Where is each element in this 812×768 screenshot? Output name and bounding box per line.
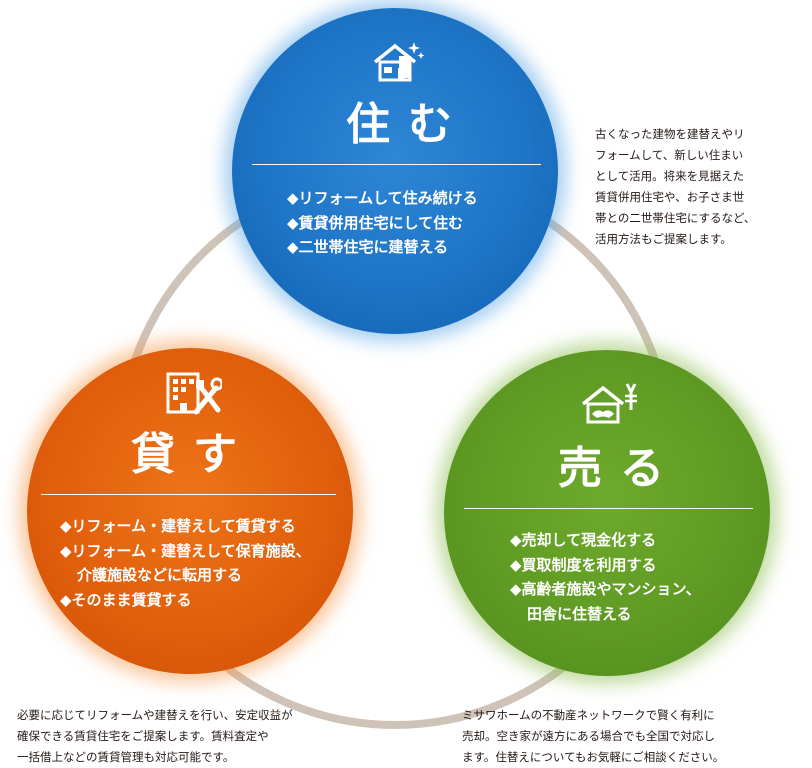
sell-description-line: 売却。空き家が遠方にある場合でも全国で対応し: [462, 729, 715, 743]
rent-option: ◆そのまま賃貸する: [60, 590, 192, 609]
sell-circle: 売る ◆売却して現金化する ◆買取制度を利用する ◆高齢者施設やマンション、 田…: [444, 350, 770, 676]
live-divider: [252, 164, 541, 165]
sell-option: 田舎に住替える: [527, 604, 632, 623]
sell-description-line: ミサワホームの不動産ネットワークで賢く有利に: [462, 708, 715, 722]
live-description-line: フォームして、新しい住まい: [595, 148, 744, 162]
live-option: ◆賃貸併用住宅にして住む: [287, 213, 464, 232]
sell-divider: [464, 508, 753, 509]
rent-description-line: 確保できる賃貸住宅をご提案します。賃料査定や: [17, 729, 269, 743]
live-description-line: として活用。将来を見据えた: [595, 169, 745, 183]
rent-option: ◆リフォーム・建替えして保育施設、: [60, 541, 311, 560]
house-sparkle-icon: [373, 42, 425, 82]
house-handshake-yen-icon: [581, 383, 637, 424]
sell-title: 売る: [558, 443, 682, 494]
live-description-line: 帯との二世帯住宅にするなど、: [595, 211, 756, 225]
live-options-list: ◆リフォームして住み続ける ◆賃貸併用住宅にして住む ◆二世帯住宅に建替える: [287, 186, 478, 260]
sell-option: ◆買取制度を利用する: [510, 555, 657, 574]
rent-option: ◆リフォーム・建替えして賃貸する: [60, 517, 296, 535]
live-description-line: 活用方法もご提案します。: [595, 232, 732, 246]
live-description-line: 古くなった建物を建替えやリ: [595, 127, 745, 141]
rent-options-list: ◆リフォーム・建替えして賃貸する ◆リフォーム・建替えして保育施設、 介護施設な…: [60, 514, 311, 612]
rent-circle: 貸す ◆リフォーム・建替えして賃貸する ◆リフォーム・建替えして保育施設、 介護…: [27, 348, 353, 674]
live-title: 住む: [346, 99, 470, 150]
sell-option: ◆高齢者施設やマンション、: [510, 580, 701, 598]
sell-options-list: ◆売却して現金化する ◆買取制度を利用する ◆高齢者施設やマンション、 田舎に住…: [510, 528, 701, 626]
building-tools-icon: [166, 372, 222, 415]
rent-description-line: 一括借上などの賃貸管理も対応可能です。: [17, 750, 235, 764]
rent-description-line: 必要に応じてリフォームや建替えを行い、安定収益が: [17, 708, 293, 722]
sell-description-line: ます。住替えについてもお気軽にご相談ください。: [462, 750, 725, 764]
live-description: 古くなった建物を建替えやリ フォームして、新しい住まい として活用。将来を見据え…: [595, 124, 755, 250]
rent-divider: [41, 494, 336, 495]
rent-description: 必要に応じてリフォームや建替えを行い、安定収益が 確保できる賃貸住宅をご提案しま…: [17, 705, 293, 768]
live-option: ◆リフォームして住み続ける: [287, 189, 478, 207]
live-circle: 住む ◆リフォームして住み続ける ◆賃貸併用住宅にして住む ◆二世帯住宅に建替え…: [232, 8, 558, 334]
rent-option: 介護施設などに転用する: [77, 566, 243, 584]
sell-description: ミサワホームの不動産ネットワークで賢く有利に 売却。空き家が遠方にある場合でも全…: [462, 705, 724, 768]
live-option: ◆二世帯住宅に建替える: [287, 238, 449, 256]
rent-title: 貸す: [131, 429, 255, 480]
sell-option: ◆売却して現金化する: [510, 531, 657, 549]
live-description-line: 賃貸併用住宅や、お子さま世: [595, 190, 745, 204]
